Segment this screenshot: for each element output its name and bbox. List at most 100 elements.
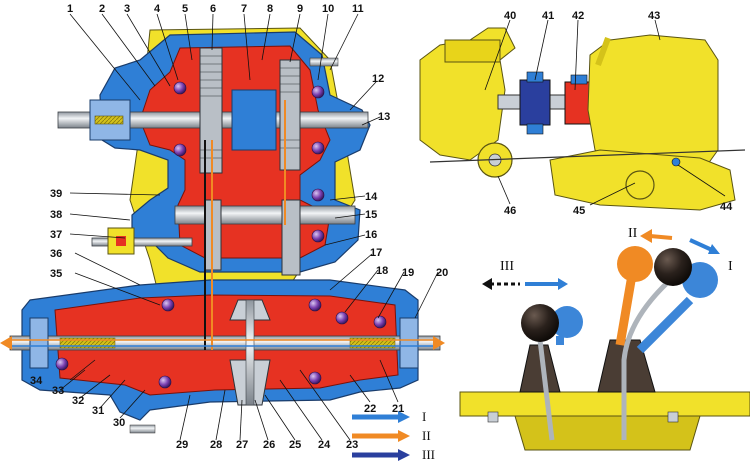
- callout-36: 36: [50, 248, 62, 260]
- callout-15: 15: [365, 209, 377, 221]
- callout-43: 43: [648, 10, 660, 22]
- callout-34: 34: [30, 375, 43, 387]
- callout-42: 42: [572, 10, 584, 22]
- callout-4: 4: [154, 3, 161, 15]
- floor-screws: [487, 411, 679, 423]
- callout-14: 14: [365, 191, 378, 203]
- callout-6: 6: [210, 3, 216, 15]
- bolt-lower: [129, 424, 156, 434]
- knob-ghost-blue-left: [551, 306, 583, 338]
- callout-41: 41: [542, 10, 554, 22]
- assembly-leaders: [484, 19, 726, 206]
- legend-label-I: I: [422, 409, 426, 424]
- callout-40: 40: [504, 10, 516, 22]
- lever-view: III II I: [459, 226, 750, 451]
- callout-3: 3: [124, 3, 130, 15]
- callout-labels: 1 2 3 4 5 6 7 8 9 10 11 12 13 14 15 16 1…: [30, 3, 448, 451]
- front-output-flange: [29, 317, 49, 369]
- callout-35: 35: [50, 268, 62, 280]
- callout-39: 39: [50, 188, 62, 200]
- callout-30: 30: [113, 417, 125, 429]
- callout-5: 5: [182, 3, 188, 15]
- flow-arrow-left: [0, 336, 12, 350]
- callout-33: 33: [52, 385, 64, 397]
- callout-7: 7: [241, 3, 247, 15]
- bolt-44: [671, 157, 681, 167]
- gear-9-teeth: [280, 67, 300, 149]
- position-label-I: I: [728, 259, 733, 274]
- callout-1: 1: [67, 3, 73, 15]
- callout-8: 8: [267, 3, 273, 15]
- callout-19: 19: [402, 267, 414, 279]
- legend-label-II: II: [422, 428, 431, 443]
- cross-section: [0, 27, 445, 434]
- legend-item-II: II: [352, 428, 431, 443]
- callout-20: 20: [436, 267, 448, 279]
- callout-32: 32: [72, 395, 84, 407]
- callout-38: 38: [50, 209, 62, 221]
- callout-17: 17: [370, 247, 382, 259]
- gear-16: [281, 199, 301, 276]
- callout-29: 29: [176, 439, 188, 451]
- callout-11: 11: [352, 3, 364, 15]
- arrow-position-II: [640, 229, 673, 243]
- callout-44: 44: [720, 201, 733, 213]
- flow-arrow-right: [433, 336, 445, 350]
- callout-25: 25: [289, 439, 301, 451]
- gearbox-top-cap: [444, 39, 501, 63]
- bolt-upper: [309, 57, 339, 67]
- callout-9: 9: [297, 3, 303, 15]
- legend: I II III: [352, 409, 435, 462]
- callout-21: 21: [392, 403, 404, 415]
- gear-9: [279, 59, 301, 171]
- callout-13: 13: [378, 111, 390, 123]
- knob-right: [654, 248, 692, 286]
- callout-22: 22: [364, 403, 376, 415]
- callout-16: 16: [365, 229, 377, 241]
- lower-propeller-shaft: [429, 149, 746, 163]
- callout-12: 12: [372, 73, 384, 85]
- legend-label-III: III: [422, 447, 435, 462]
- callout-27: 27: [236, 439, 248, 451]
- floor-panel: [459, 391, 750, 417]
- floor-housing: [514, 415, 701, 451]
- clutch-sleeve: [231, 89, 277, 151]
- knob-ghost-orange: [617, 246, 653, 282]
- lever-ghost-orange: [615, 274, 637, 346]
- lever-right: [621, 280, 670, 440]
- position-label-II: II: [628, 226, 638, 241]
- front-output-spline: [59, 337, 116, 349]
- shift-lever-stub: [595, 36, 611, 67]
- intermediate-shaft: [174, 205, 356, 225]
- gear-6-teeth: [200, 55, 222, 159]
- callout-45: 45: [573, 205, 585, 217]
- arrow-position-III: [482, 278, 568, 290]
- lever-left: [537, 339, 555, 441]
- universal-joint-41: [519, 71, 551, 135]
- callout-28: 28: [210, 439, 222, 451]
- leader-lines: [59, 13, 439, 441]
- knob-left: [521, 304, 559, 342]
- callout-31: 31: [92, 405, 104, 417]
- assembly-view: 40 41 42 43 44 45 46: [419, 10, 746, 217]
- callout-26: 26: [263, 439, 275, 451]
- arrow-position-I: [689, 238, 720, 254]
- wheel-45: [625, 170, 655, 200]
- rear-output-flange: [399, 317, 419, 369]
- callout-10: 10: [322, 3, 334, 15]
- position-label-III: III: [500, 259, 514, 274]
- input-spline: [94, 115, 124, 125]
- callout-24: 24: [318, 439, 331, 451]
- bearings: [55, 81, 387, 389]
- diff-pinion-shaft: [245, 299, 255, 406]
- callout-2: 2: [99, 3, 105, 15]
- pto-drive-core: [116, 236, 126, 246]
- rear-output-spline: [349, 337, 396, 349]
- callout-37: 37: [50, 229, 62, 241]
- lever-ghost-blue-right: [636, 296, 694, 354]
- callout-46: 46: [504, 205, 516, 217]
- callout-23: 23: [346, 439, 358, 451]
- legend-item-III: III: [352, 447, 435, 462]
- legend-item-I: I: [352, 409, 426, 424]
